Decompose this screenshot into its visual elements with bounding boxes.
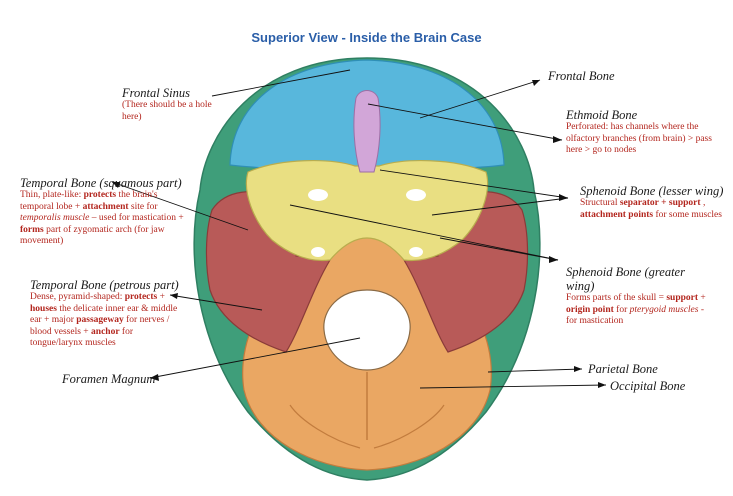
foramen-right (409, 247, 423, 257)
pointer-foramen-magnum (149, 337, 361, 379)
frontal-sinus-note: (There should be a hole here) (122, 100, 212, 122)
pointer-arrowheads (112, 80, 606, 388)
ethmoid-bone (353, 90, 381, 173)
arrowhead-parietal (574, 366, 582, 372)
arrowhead-temporal-petrous (170, 293, 178, 299)
label-sphenoid-greater: Sphenoid Bone (greater wing) Forms parts… (566, 265, 716, 328)
foramen-magnum (323, 289, 411, 371)
temporal-petrous-desc: Dense, pyramid-shaped: protects + houses… (30, 292, 178, 348)
occipital-fossa-left (289, 404, 361, 449)
foramen-magnum-name: Foramen Magnum (62, 372, 156, 386)
optic-gap-right (406, 189, 426, 201)
pointer-sphenoid-lesser-a (379, 169, 569, 199)
temporal-petrous-name: Temporal Bone (petrous part) (30, 278, 179, 292)
label-occipital-bone: Occipital Bone (610, 379, 720, 393)
label-temporal-petrous: Temporal Bone (petrous part) Dense, pyra… (30, 278, 180, 350)
foramen-left (311, 247, 325, 257)
pointer-ethmoid (367, 103, 563, 141)
label-frontal-bone: Frontal Bone (548, 69, 668, 83)
arrowhead-frontal-bone (532, 80, 540, 86)
ethmoid-desc: Perforated: has channels where the olfac… (566, 122, 712, 155)
arrowhead-sphenoid-lesser (559, 194, 568, 201)
sphenoid-bone (245, 160, 489, 262)
temporal-squamous-name: Temporal Bone (squamous part) (20, 176, 182, 190)
diagram-title: Superior View - Inside the Brain Case (251, 30, 482, 45)
pointer-sphenoid-greater-b (439, 237, 559, 261)
parietal-name: Parietal Bone (588, 362, 658, 376)
pointer-occipital (419, 384, 607, 389)
occipital-name: Occipital Bone (610, 379, 686, 393)
sphenoid-lesser-name: Sphenoid Bone (lesser wing) (580, 184, 724, 198)
sphenoid-greater-name: Sphenoid Bone (greater wing) (566, 265, 685, 293)
pointer-temporal-petrous (169, 294, 263, 311)
label-parietal-bone: Parietal Bone (588, 362, 698, 376)
pointer-sphenoid-lesser-b (431, 197, 569, 216)
label-frontal-sinus: Frontal Sinus (There should be a hole he… (122, 86, 232, 123)
pointer-frontal-bone (419, 79, 541, 119)
arrowhead-temporal-squamous (112, 182, 120, 188)
arrowhead-ethmoid (553, 136, 562, 143)
label-sphenoid-lesser: Sphenoid Bone (lesser wing) Structural s… (580, 184, 730, 221)
pointer-temporal-squamous (111, 181, 249, 231)
sphenoid-greater-desc: Forms parts of the skull = support + ori… (566, 293, 706, 326)
frontal-sinus-name: Frontal Sinus (122, 86, 190, 100)
occipital-fossa-right (373, 404, 445, 449)
optic-gap-left (308, 189, 328, 201)
ethmoid-name: Ethmoid Bone (566, 108, 638, 122)
frontal-bone-name: Frontal Bone (548, 69, 615, 83)
label-foramen-magnum: Foramen Magnum (62, 372, 182, 386)
label-temporal-squamous: Temporal Bone (squamous part) Thin, plat… (20, 176, 185, 248)
pointer-frontal-sinus (211, 69, 351, 97)
arrowhead-occipital (598, 382, 606, 388)
label-ethmoid-bone: Ethmoid Bone Perforated: has channels wh… (566, 108, 716, 157)
temporal-squamous-desc: Thin, plate-like: protects the brain's t… (20, 190, 184, 246)
arrowhead-foramen-magnum (150, 374, 159, 381)
sphenoid-lesser-desc: Structural separator + support , attachm… (580, 198, 722, 220)
arrowhead-sphenoid-greater (549, 256, 558, 263)
pointer-sphenoid-greater-a (289, 204, 559, 261)
pointer-lines (111, 69, 607, 389)
pointer-parietal (487, 368, 583, 373)
